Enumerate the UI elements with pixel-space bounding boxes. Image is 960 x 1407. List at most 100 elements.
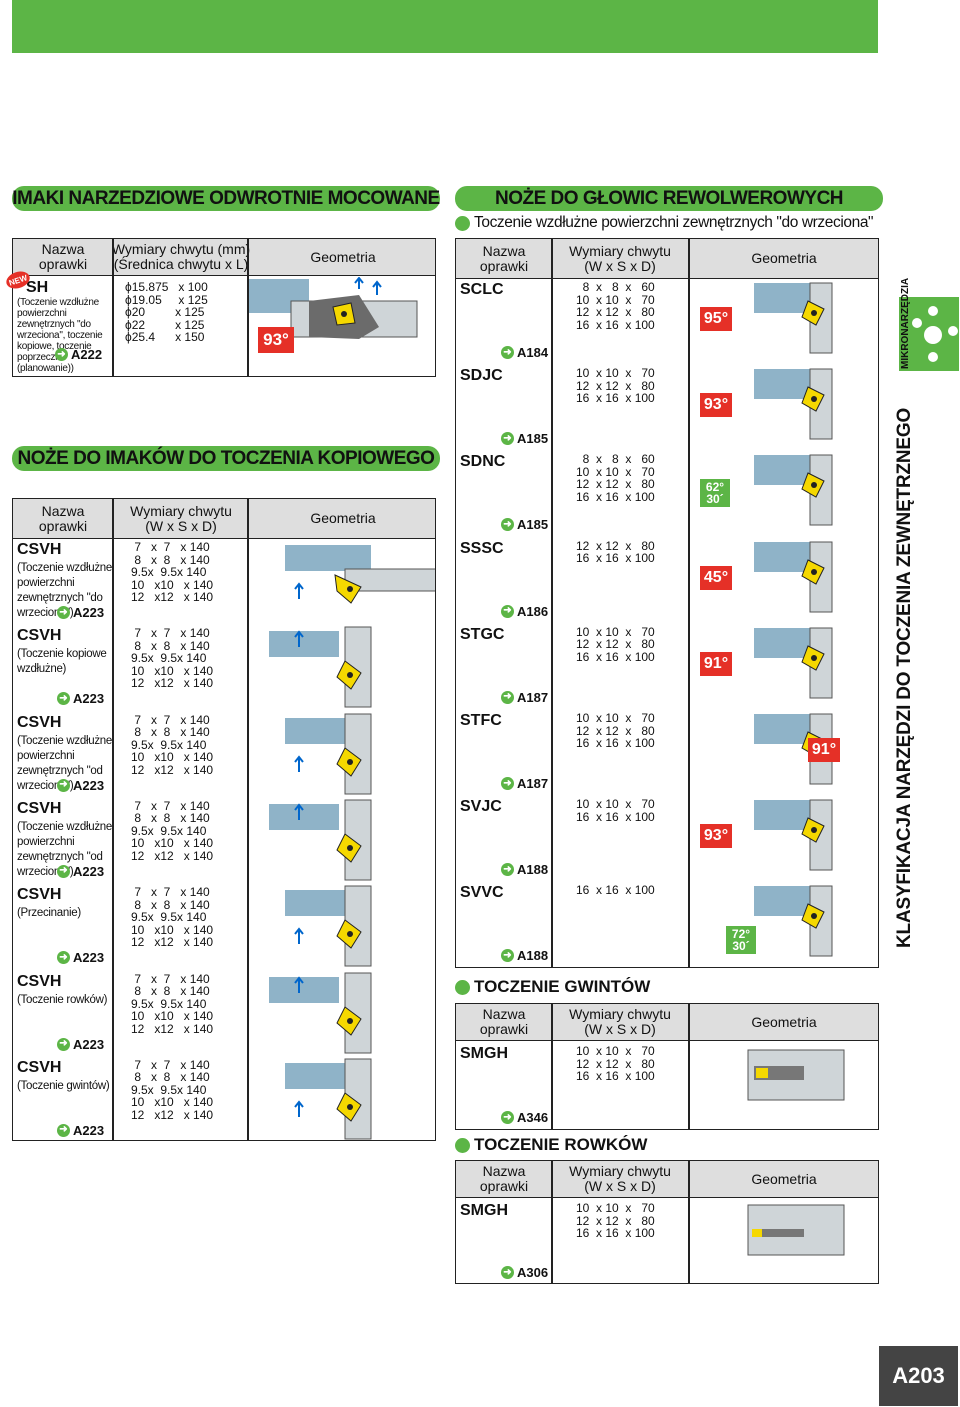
tool-geometry-diagram	[690, 279, 880, 370]
col-geometry: Geometria	[310, 510, 376, 526]
bullet-icon	[455, 979, 470, 995]
holder-name: SVJC	[460, 798, 502, 816]
tool-geometry-diagram	[249, 625, 435, 716]
holder-name: CSVH	[17, 886, 62, 904]
holder-name: CSVH	[17, 972, 62, 990]
gwint-table-header: Nazwa oprawki Wymiary chwytu (W x S x D)…	[456, 1004, 878, 1041]
page-ref-link[interactable]: ➜A223	[57, 1123, 104, 1138]
tool-geometry-diagram	[690, 365, 880, 456]
arrow-right-icon: ➜	[57, 951, 70, 965]
holder-dims: 12 x 12 x 80 16 x 16 x 100	[576, 538, 655, 566]
page-ref-link[interactable]: ➜A187	[501, 776, 548, 791]
arrow-right-icon: ➜	[57, 1037, 70, 1051]
bullet-icon	[455, 1137, 470, 1153]
page-ref-link[interactable]: ➜A223	[57, 864, 104, 879]
arrow-right-icon: ➜	[501, 346, 514, 359]
holder-name: CSVH	[17, 627, 62, 645]
holder-desc: (Toczenie wzdłużne powierzchni zewnętrzn…	[17, 820, 112, 878]
rewolwer-subtitle: Toczenie wzdłużne powierzchni zewnętrzny…	[455, 214, 874, 232]
holder-name: CSVH	[17, 713, 62, 731]
rewolwer-table-header: Nazwa oprawki Wymiary chwytu (W x S x D)…	[456, 239, 878, 279]
tool-geometry-diagram	[690, 451, 880, 542]
sh-geometry-diagram	[249, 276, 435, 376]
kopiowe-table-header: Nazwa oprawki Wymiary chwytu (W x S x D)…	[13, 499, 435, 539]
holder-dims: 10 x 10 x 70 12 x 12 x 80 16 x 16 x 100	[576, 1201, 655, 1240]
page-ref-link[interactable]: ➜A223	[57, 950, 104, 965]
page-ref-link[interactable]: ➜A185	[501, 431, 548, 446]
holder-desc: (Toczenie gwintów)	[17, 1079, 110, 1092]
tool-geometry-diagram	[690, 710, 880, 801]
page-ref-link[interactable]: ➜A222	[55, 347, 102, 362]
tool-geometry-diagram	[690, 796, 880, 887]
holder-dims: 8 x 8 x 60 10 x 10 x 70 12 x 12 x 80 16 …	[576, 452, 655, 504]
sidebar-small-label: MIKRONARZĘDZIA	[900, 277, 911, 369]
bullet-icon	[455, 215, 470, 231]
page-ref-link[interactable]: ➜A223	[57, 1037, 104, 1052]
kopiowe-section-title: NOŻE DO IMAKÓW DO TOCZENIA KOPIOWEGO	[12, 446, 440, 471]
page-ref-link[interactable]: ➜A223	[57, 605, 104, 620]
arrow-right-icon: ➜	[501, 518, 514, 532]
tool-geometry-diagram	[690, 624, 880, 715]
holder-desc: (Toczenie wzdłużne powierzchni zewnętrzn…	[17, 297, 103, 374]
col-dims: Wymiary chwytu (W x S x D)	[569, 242, 671, 274]
page-ref-link[interactable]: ➜A186	[501, 604, 548, 619]
arrow-right-icon: ➜	[501, 777, 514, 790]
col-geometry: Geometria	[751, 1170, 817, 1187]
arrow-right-icon: ➜	[57, 864, 70, 878]
top-green-bar	[12, 0, 878, 53]
arrow-right-icon: ➜	[57, 606, 70, 619]
rowk-table-header: Nazwa oprawki Wymiary chwytu (W x S x D)…	[456, 1161, 878, 1198]
holder-dims: 7 x 7 x 140 8 x 8 x 140 9.5x 9.5x 140 10…	[131, 1057, 214, 1122]
groove-tool-diagram	[692, 1199, 878, 1288]
thread-tool-diagram	[692, 1042, 878, 1135]
page-ref-link[interactable]: ➜A306	[501, 1265, 548, 1280]
holder-name: CSVH	[17, 799, 62, 817]
angle-badge: 62° 30´	[700, 479, 730, 508]
page-ref-link[interactable]: ➜A187	[501, 690, 548, 705]
arrow-right-icon: ➜	[501, 863, 514, 877]
angle-badge: 91°	[808, 738, 840, 762]
holder-dims: 7 x 7 x 140 8 x 8 x 140 9.5x 9.5x 140 10…	[131, 885, 214, 950]
holder-name: CSVH	[17, 541, 62, 558]
holder-dims: 16 x 16 x 100	[576, 883, 655, 898]
holder-name: SDJC	[460, 367, 503, 385]
angle-badge: 93°	[258, 327, 294, 353]
kopiowe-table: Nazwa oprawki Wymiary chwytu (W x S x D)…	[12, 498, 446, 1141]
page-ref-link[interactable]: ➜A346	[501, 1110, 548, 1125]
holder-dims: 8 x 8 x 60 10 x 10 x 70 12 x 12 x 80 16 …	[576, 280, 655, 332]
holder-name: SCLC	[460, 281, 504, 298]
col-name: Nazwa oprawki	[38, 241, 88, 272]
angle-badge: 91°	[700, 651, 732, 676]
rowk-section-title: TOCZENIE ROWKÓW	[455, 1135, 647, 1155]
holder-dims: 10 x 10 x 70 12 x 12 x 80 16 x 16 x 100	[576, 1044, 655, 1083]
page-ref-link[interactable]: ➜A188	[501, 862, 548, 877]
holder-dims: 7 x 7 x 140 8 x 8 x 140 9.5x 9.5x 140 10…	[131, 712, 214, 777]
tool-geometry-diagram	[690, 538, 880, 629]
arrow-right-icon: ➜	[501, 432, 514, 446]
holder-desc: (Toczenie kopiowe wzdłużne)	[17, 648, 107, 676]
tool-geometry-diagram	[249, 971, 435, 1062]
holder-name: SMGH	[460, 1045, 508, 1062]
page-ref-link[interactable]: ➜A184	[501, 345, 548, 360]
col-geometry: Geometria	[310, 248, 376, 265]
page-ref-link[interactable]: ➜A223	[57, 778, 104, 793]
angle-badge: 45°	[700, 565, 732, 590]
tool-geometry-diagram	[249, 1057, 435, 1148]
page-ref-link[interactable]: ➜A223	[57, 691, 104, 706]
col-dims: Wymiary chwytu (mm) (Średnica chwytu x L…	[111, 241, 251, 272]
col-dims: Wymiary chwytu (W x S x D)	[569, 1006, 671, 1037]
tool-geometry-diagram	[690, 882, 880, 973]
page-ref-link[interactable]: ➜A188	[501, 948, 548, 963]
holder-dims: 7 x 7 x 140 8 x 8 x 140 9.5x 9.5x 140 10…	[131, 626, 214, 691]
col-name: Nazwa oprawki	[38, 502, 88, 534]
imaki-section-title: IMAKI NARZEDZIOWE ODWROTNIE MOCOWANE	[12, 186, 440, 211]
gwint-table: Nazwa oprawki Wymiary chwytu (W x S x D)…	[455, 1003, 879, 1130]
holder-dims: 7 x 7 x 140 8 x 8 x 140 9.5x 9.5x 140 10…	[131, 971, 214, 1036]
page-ref-link[interactable]: ➜A185	[501, 517, 548, 532]
sidebar-big-label: KLASYFIKACJA NARZĘDZI DO TOCZENIA ZEWNĘT…	[894, 407, 915, 948]
arrow-right-icon: ➜	[57, 778, 70, 792]
holder-name: SVVC	[460, 884, 504, 902]
arrow-right-icon: ➜	[57, 1123, 70, 1137]
col-name: Nazwa oprawki	[479, 1163, 529, 1194]
arrow-right-icon: ➜	[57, 692, 70, 706]
